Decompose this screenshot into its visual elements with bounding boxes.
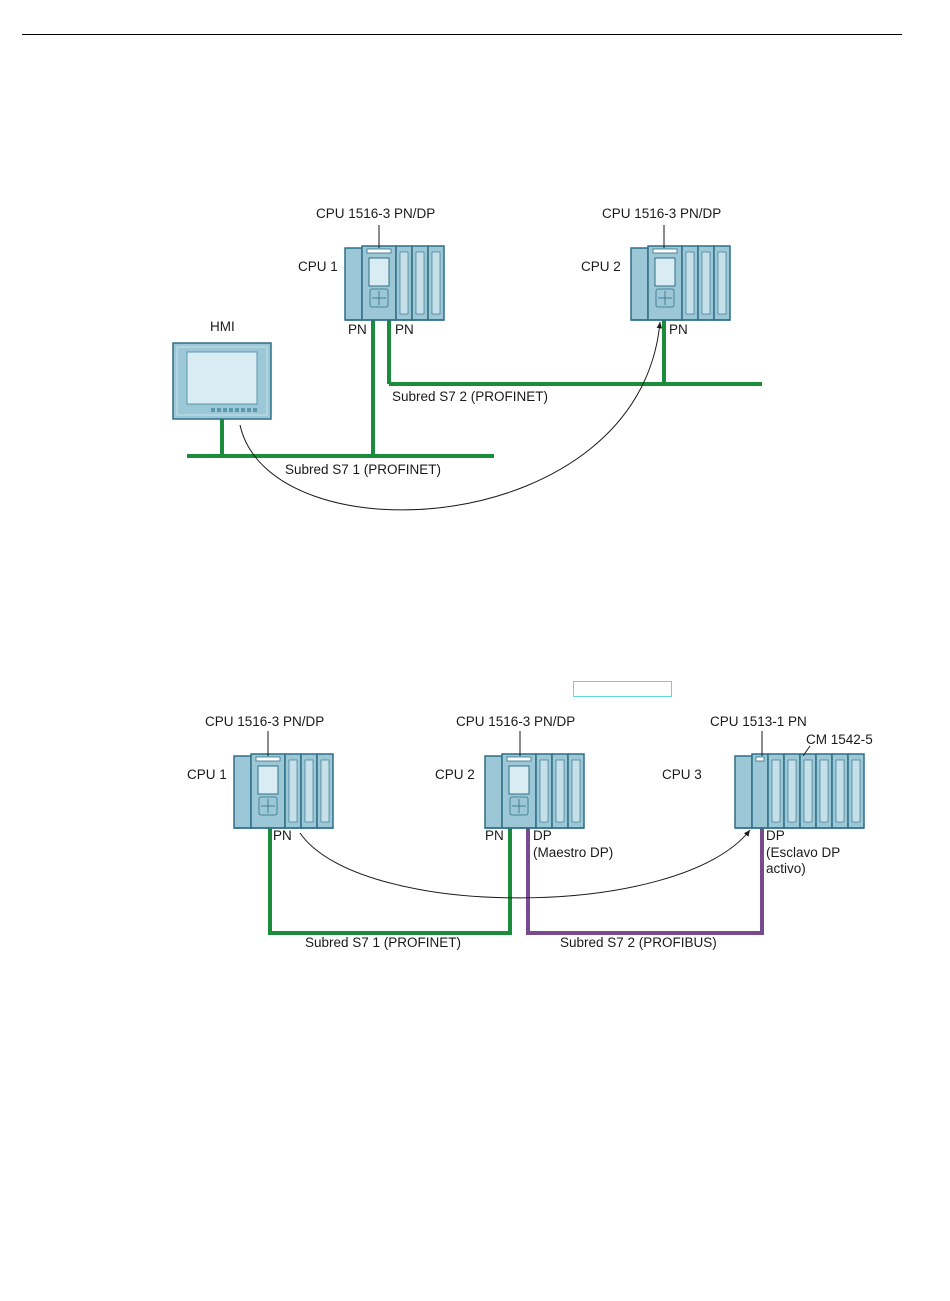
- cpu3-io-module-1-front: [772, 760, 780, 822]
- d1-cpu1-port-a-label: PN: [348, 322, 367, 338]
- cpu3-power-module: [735, 756, 752, 828]
- d2-cm-label: CM 1542-5: [806, 732, 873, 748]
- d2-cpu1-io-module-3-front: [321, 760, 329, 822]
- d2-cpu3-dp-port-label: DP: [766, 828, 785, 844]
- d2-cpu1-cpu-display: [258, 766, 278, 794]
- d1-cpu2-port-label: PN: [669, 322, 688, 338]
- cpu2-cpu-display: [655, 258, 675, 286]
- connection-arc-cpu1-to-cpu3: [300, 830, 750, 898]
- cpu3-cpu-module: [752, 754, 768, 828]
- cpu3-io-module-5-front: [836, 760, 844, 822]
- hmi-panel: [173, 343, 271, 419]
- d2-cpu2-dp-port-label: DP: [533, 828, 552, 844]
- d2-cpu3-model-label: CPU 1513-1 PN: [710, 714, 807, 730]
- cpu2-rack-2: [485, 754, 584, 828]
- d1-hmi-label: HMI: [210, 319, 235, 335]
- d2-cpu1-model-label: CPU 1516-3 PN/DP: [205, 714, 324, 730]
- diagram-1: [173, 225, 762, 510]
- cpu1-cpu-display: [369, 258, 389, 286]
- cpu3-rack: [735, 754, 864, 828]
- cpu3-io-module-3-front: [804, 760, 812, 822]
- cpu1-rack: [345, 246, 444, 320]
- d1-cpu2-model-label: CPU 1516-3 PN/DP: [602, 206, 721, 222]
- d2-cpu1-name-label: CPU 1: [187, 767, 227, 783]
- d2-cpu3-dp-role-label: (Esclavo DP activo): [766, 845, 840, 877]
- cpu3-io-module-2-front: [788, 760, 796, 822]
- cpu2-io-module-3-front: [718, 252, 726, 314]
- subnet-1-profinet-line-2: [270, 827, 510, 933]
- d2-subnet2-label: Subred S7 2 (PROFIBUS): [560, 935, 717, 951]
- cpu2-io-module-1-front: [686, 252, 694, 314]
- d2-cpu1-io-module-1-front: [289, 760, 297, 822]
- d2-cpu2-cpu-display: [509, 766, 529, 794]
- d2-cpu2-io-module-3-front: [572, 760, 580, 822]
- d2-cpu2-io-module-1-front: [540, 760, 548, 822]
- cpu2-io-module-2-front: [702, 252, 710, 314]
- d2-cpu2-name-label: CPU 2: [435, 767, 475, 783]
- cpu1-cpu-led-strip: [367, 249, 391, 253]
- d2-cpu2-model-label: CPU 1516-3 PN/DP: [456, 714, 575, 730]
- d2-cpu1-cpu-led-strip: [256, 757, 280, 761]
- d2-cpu2-dp-role-label: (Maestro DP): [533, 845, 613, 861]
- d2-cpu2-io-module-2-front: [556, 760, 564, 822]
- cpu1-io-module-2-front: [416, 252, 424, 314]
- cpu1-io-module-3-front: [432, 252, 440, 314]
- cpu1-rack-2: [234, 754, 333, 828]
- d2-subnet1-label: Subred S7 1 (PROFINET): [305, 935, 461, 951]
- d2-cpu3-name-label: CPU 3: [662, 767, 702, 783]
- d2-cpu2-pn-port-label: PN: [485, 828, 504, 844]
- connection-arc-hmi-to-cpu2: [240, 322, 660, 510]
- d2-cpu2-cpu-led-strip: [507, 757, 531, 761]
- d2-cpu2-power-module: [485, 756, 502, 828]
- cpu2-power-module: [631, 248, 648, 320]
- d1-cpu2-name-label: CPU 2: [581, 259, 621, 275]
- d2-cpu1-power-module: [234, 756, 251, 828]
- d2-cpu1-port-label: PN: [273, 828, 292, 844]
- d1-subnet1-label: Subred S7 1 (PROFINET): [285, 462, 441, 478]
- cpu2-rack: [631, 246, 730, 320]
- cpu3-io-module-4-front: [820, 760, 828, 822]
- cpu2-cpu-led-strip: [653, 249, 677, 253]
- d2-cpu1-io-module-2-front: [305, 760, 313, 822]
- d1-subnet2-label: Subred S7 2 (PROFINET): [392, 389, 548, 405]
- d1-cpu1-name-label: CPU 1: [298, 259, 338, 275]
- d1-cpu1-model-label: CPU 1516-3 PN/DP: [316, 206, 435, 222]
- subnet-2-profinet-line: [389, 320, 762, 384]
- d1-cpu1-port-b-label: PN: [395, 322, 414, 338]
- subnet-2-profibus-line: [528, 827, 762, 933]
- highlight-box: [573, 681, 672, 697]
- cpu3-io-module-6-front: [852, 760, 860, 822]
- cpu1-io-module-1-front: [400, 252, 408, 314]
- cpu1-power-module: [345, 248, 362, 320]
